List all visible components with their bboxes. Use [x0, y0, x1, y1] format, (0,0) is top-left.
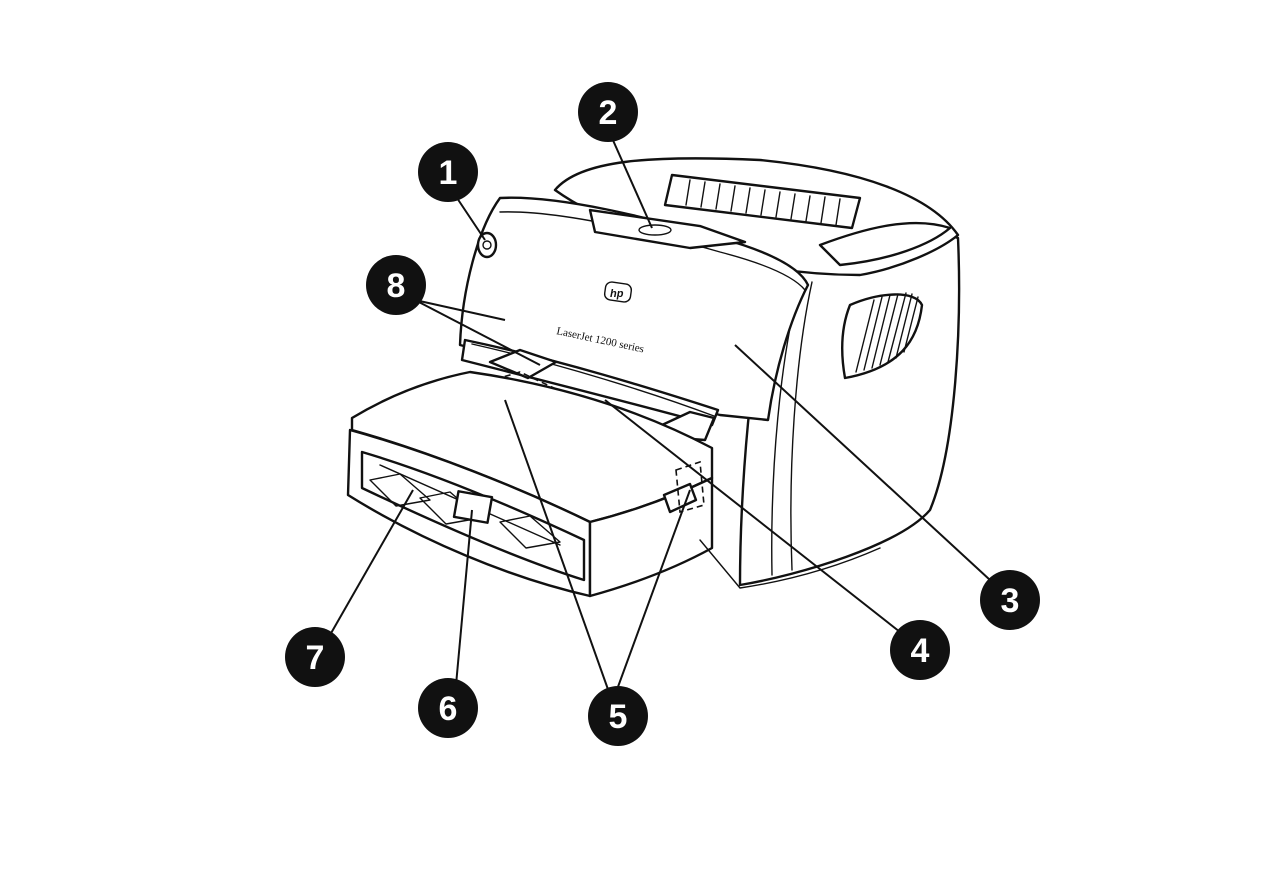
callout-5-number: 5 — [609, 698, 628, 736]
output-support-grip — [638, 224, 672, 236]
callout-8: 8 — [366, 255, 426, 315]
callout-8-number: 8 — [387, 267, 406, 305]
tray-side-guide — [662, 482, 698, 514]
callout-2-number: 2 — [599, 94, 618, 132]
power-switch — [476, 231, 498, 259]
leader-lines — [329, 137, 991, 696]
callouts: 1 2 3 4 5 6 7 8 — [285, 82, 1040, 746]
output-slot-ribs — [685, 179, 841, 226]
priority-slot-inner — [471, 343, 715, 417]
hp-logo: hp — [603, 281, 633, 303]
callout-2: 2 — [578, 82, 638, 142]
callout-4: 4 — [890, 620, 950, 680]
output-support — [588, 208, 747, 250]
leader-7 — [329, 489, 414, 636]
callout-6-number: 6 — [439, 690, 458, 728]
top-right-ridge — [818, 221, 952, 267]
leader-8a — [414, 299, 541, 366]
leader-5a — [504, 399, 611, 696]
printer-base — [699, 539, 881, 589]
leader-8b — [414, 299, 506, 321]
leader-1 — [454, 194, 486, 241]
hp-logo-text: hp — [610, 288, 624, 300]
leader-5b — [614, 489, 691, 696]
callout-1-number: 1 — [439, 154, 458, 192]
printer-illustration: hp LaserJet 1200 series — [346, 157, 961, 598]
tray-center-tab — [452, 490, 494, 524]
callout-4-number: 4 — [911, 632, 930, 670]
side-vent-slats — [855, 292, 919, 373]
leader-6 — [455, 509, 473, 686]
callout-3: 3 — [980, 570, 1040, 630]
callout-3-number: 3 — [1001, 582, 1020, 620]
callout-7-number: 7 — [306, 639, 325, 677]
printer-side-curve-2 — [790, 281, 813, 571]
leader-2 — [611, 137, 653, 229]
leader-3 — [734, 344, 991, 581]
leader-4 — [604, 399, 901, 633]
callout-5: 5 — [588, 686, 648, 746]
power-switch-center — [482, 240, 492, 250]
callout-1: 1 — [418, 142, 478, 202]
callout-6: 6 — [418, 678, 478, 738]
callout-7: 7 — [285, 627, 345, 687]
